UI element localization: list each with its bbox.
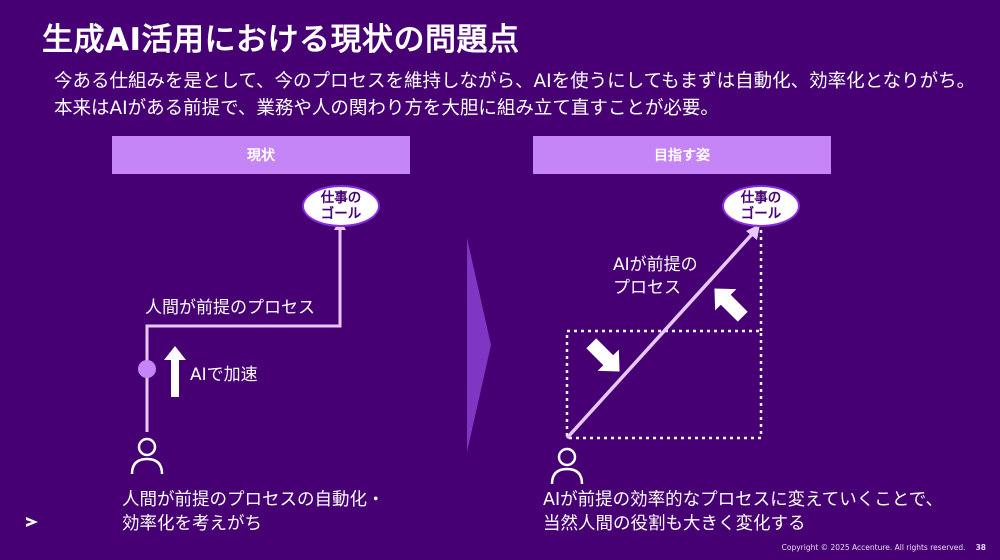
goal-bubble-right: 仕事の ゴール [722, 185, 800, 227]
goal-text-line1: 仕事の [740, 190, 782, 206]
subtitle-line-1: 今ある仕組みを是として、今のプロセスを維持しながら、AIを使うにしてもまずは自動… [54, 71, 976, 92]
chevron-divider [467, 238, 491, 452]
goal-bubble-left: 仕事の ゴール [302, 185, 380, 227]
copyright-text: Copyright © 2025 Accenture. All rights r… [781, 543, 966, 552]
down-right-arrow-icon [586, 338, 620, 372]
ai-accel-label: AIで加速 [190, 365, 258, 385]
accel-dot [138, 360, 156, 378]
page-title: 生成AI活用における現状の問題点 [42, 22, 520, 58]
current-state-header: 現状 [112, 136, 410, 174]
left-caption: 人間が前提のプロセスの自動化・ 効率化を考えがち [122, 488, 385, 536]
goal-text-line1: 仕事の [320, 190, 362, 206]
target-state-header: 目指す姿 [533, 136, 831, 174]
goal-text-line2: ゴール [740, 206, 782, 222]
up-left-arrow-icon [714, 288, 748, 322]
page-number: 38 [975, 543, 986, 552]
ai-process-label: AIが前提の プロセス [613, 254, 698, 300]
ai-process-line [565, 230, 756, 440]
subtitle: 今ある仕組みを是として、今のプロセスを維持しながら、AIを使うにしてもまずは自動… [54, 68, 975, 122]
human-process-label: 人間が前提のプロセス [145, 298, 315, 318]
person-icon [550, 447, 584, 485]
footer: Copyright © 2025 Accenture. All rights r… [782, 543, 986, 552]
human-process-line [145, 226, 342, 432]
up-arrow-icon [164, 346, 186, 397]
left-caption-line1: 人間が前提のプロセスの自動化・ [122, 490, 385, 510]
left-caption-line2: 効率化を考えがち [122, 514, 262, 534]
ai-process-label-line1: AIが前提の [613, 255, 698, 275]
ai-process-arrowhead [746, 224, 760, 240]
goal-text-line2: ゴール [320, 206, 362, 222]
right-caption: AIが前提の効率的なプロセスに変えていくことで、 当然人間の役割も大きく変化する [543, 488, 943, 536]
human-process-dotted-box [565, 329, 763, 440]
right-caption-line1: AIが前提の効率的なプロセスに変えていくことで、 [543, 490, 944, 510]
accenture-logo [26, 517, 38, 527]
subtitle-line-2: 本来はAIがある前提で、業務や人の関わり方を大胆に組み立て直すことが必要。 [54, 98, 719, 119]
ai-process-label-line2: プロセス [613, 278, 681, 298]
person-icon [130, 437, 164, 475]
right-caption-line2: 当然人間の役割も大きく変化する [543, 514, 806, 534]
